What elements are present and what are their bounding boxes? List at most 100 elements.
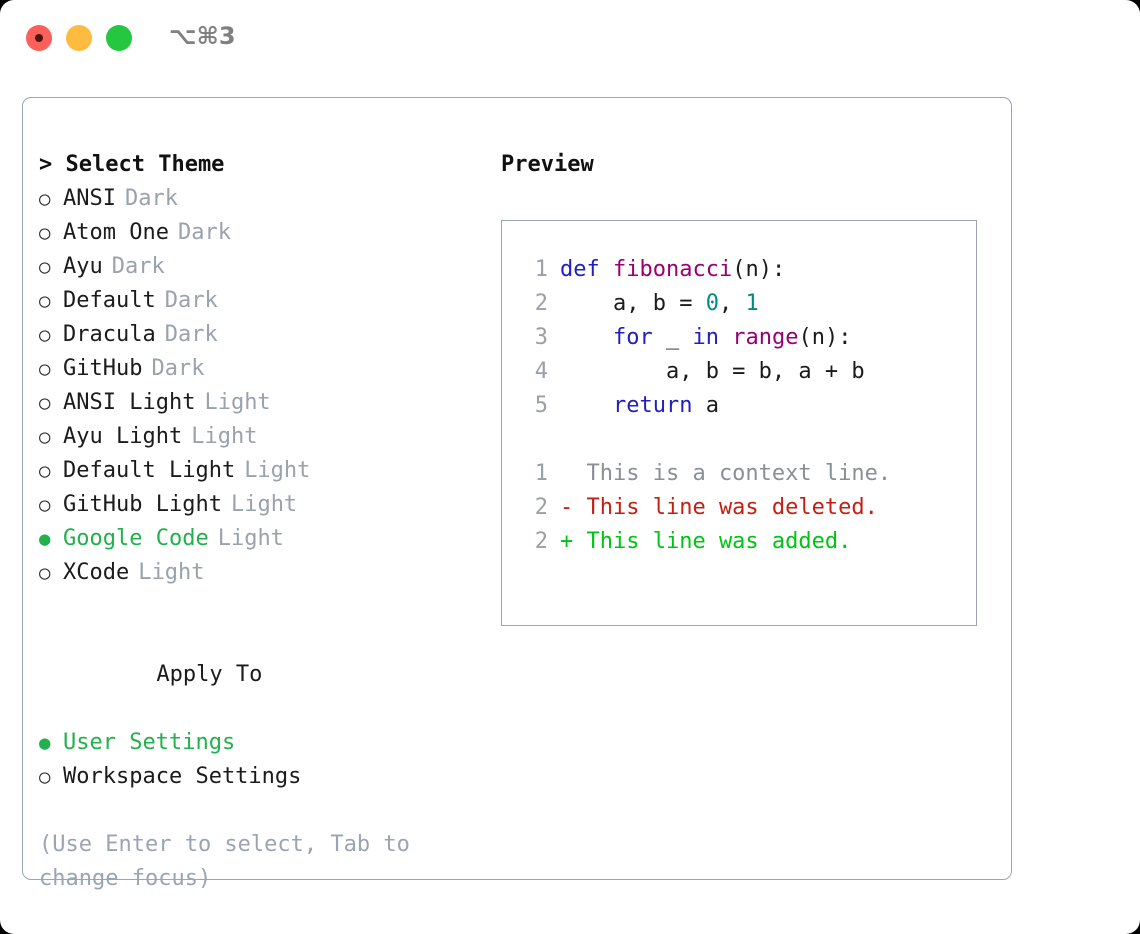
theme-option-ansi-light[interactable]: ○ ANSI Light Light — [39, 386, 479, 420]
code-token-pl: (n): — [798, 325, 852, 350]
code-token-pl: , — [718, 291, 746, 316]
radio-unselected-icon: ○ — [39, 188, 51, 210]
apply-to-option-label: User Settings — [63, 730, 236, 755]
radio-unselected-icon: ○ — [39, 562, 51, 584]
theme-option-label: Ayu — [63, 254, 103, 279]
theme-option-label: Default — [63, 288, 156, 313]
radio-unselected-icon: ○ — [39, 426, 51, 448]
diff-line-text: This is a context line. — [560, 461, 892, 486]
radio-selected-icon: ● — [39, 732, 51, 754]
minimize-window-button[interactable] — [66, 25, 92, 51]
apply-to-heading-label: Apply To — [156, 662, 263, 687]
diff-line-added: 2 + This line was added. — [520, 525, 958, 559]
theme-option-ayu-light[interactable]: ○ Ayu Light Light — [39, 420, 479, 454]
theme-option-github-light[interactable]: ○ GitHub Light Light — [39, 488, 479, 522]
theme-option-label: XCode — [63, 560, 130, 585]
theme-option-tag: Light — [204, 390, 271, 415]
theme-option-label: Google Code — [63, 526, 209, 551]
code-line-number: 5 — [534, 393, 548, 418]
code-line: 4 a, b = b, a + b — [520, 355, 958, 389]
theme-option-tag: Light — [244, 458, 311, 483]
diff-line-text: + This line was added. — [560, 529, 852, 554]
theme-option-tag: Dark — [111, 254, 165, 279]
code-token-kw: def — [560, 257, 613, 282]
diff-line-number: 2 — [534, 495, 548, 520]
preview-heading: Preview — [501, 152, 594, 177]
theme-option-label: ANSI — [63, 186, 116, 211]
code-line-number: 4 — [534, 359, 548, 384]
radio-unselected-icon: ○ — [39, 256, 51, 278]
diff-line-number: 1 — [534, 461, 548, 486]
code-token-pl: a — [692, 393, 719, 418]
maximize-window-button[interactable] — [106, 25, 132, 51]
theme-option-ayu[interactable]: ○ Ayu Dark — [39, 250, 479, 284]
theme-option-label: Ayu Light — [63, 424, 183, 449]
theme-option-label: Atom One — [63, 220, 169, 245]
code-diff-separator — [520, 423, 958, 457]
theme-option-tag: Dark — [177, 220, 231, 245]
radio-unselected-icon: ○ — [39, 392, 51, 414]
theme-option-xcode[interactable]: ○ XCode Light — [39, 556, 479, 590]
code-token-fn: fibonacci — [612, 257, 733, 282]
code-token-num: 1 — [745, 291, 759, 316]
apply-to-heading: Apply To — [39, 624, 479, 726]
window-controls — [26, 25, 132, 51]
diff-line-deleted: 2- This line was deleted. — [520, 491, 958, 525]
theme-option-tag: Dark — [164, 322, 218, 347]
theme-option-label: GitHub — [63, 356, 143, 381]
theme-option-label: GitHub Light — [63, 492, 222, 517]
apply-to-option-list: ● User Settings ○ Workspace Settings — [39, 726, 479, 794]
code-line: 1 def fibonacci(n): — [520, 253, 958, 287]
code-token-fn: range — [732, 325, 799, 350]
code-line-text: a, b = 0, 1 — [560, 287, 759, 321]
diff-line-number: 2 — [534, 529, 548, 554]
theme-option-tag: Dark — [164, 288, 218, 313]
code-line-text: for _ in range(n): — [560, 321, 851, 355]
code-line-text: a, b = b, a + b — [560, 355, 865, 389]
theme-option-label: ANSI Light — [63, 390, 196, 415]
code-line-text: return a — [560, 389, 719, 423]
code-line-number: 3 — [534, 325, 548, 350]
radio-unselected-icon: ○ — [39, 358, 51, 380]
theme-option-tag: Light — [230, 492, 298, 517]
theme-option-ansi[interactable]: ○ ANSI Dark — [39, 182, 479, 216]
code-token-pl: _ — [652, 325, 693, 350]
theme-option-tag: Dark — [151, 356, 205, 381]
select-theme-heading: > Select Theme — [39, 152, 225, 177]
code-token-pl: a, b = b, a + b — [560, 359, 865, 384]
list-spacer — [39, 590, 479, 624]
theme-option-tag: Light — [138, 560, 205, 585]
apply-to-heading-indent — [145, 664, 156, 686]
theme-option-tag: Light — [191, 424, 258, 449]
code-token-pl: (n): — [732, 257, 786, 282]
code-token-pl — [560, 393, 613, 418]
apply-to-option-label: Workspace Settings — [63, 764, 302, 789]
code-token-pl: a, b = — [560, 291, 706, 316]
code-token-kw: for — [612, 325, 653, 350]
theme-option-github[interactable]: ○ GitHub Dark — [39, 352, 479, 386]
keyboard-shortcut-label: ⌥⌘3 — [169, 22, 236, 50]
code-token-num: 0 — [705, 291, 719, 316]
radio-unselected-icon: ○ — [39, 766, 51, 788]
code-token-kw: return — [612, 393, 693, 418]
code-line-number: 2 — [534, 291, 548, 316]
code-token-pl — [560, 325, 613, 350]
code-token-pl — [719, 325, 732, 350]
diff-line-context: 1 This is a context line. — [520, 457, 958, 491]
apply-to-option-workspace-settings[interactable]: ○ Workspace Settings — [39, 760, 479, 794]
apply-to-option-user-settings[interactable]: ● User Settings — [39, 726, 479, 760]
code-line-number: 1 — [534, 257, 548, 282]
close-window-button[interactable] — [26, 25, 52, 51]
radio-unselected-icon: ○ — [39, 494, 51, 516]
theme-option-tag: Dark — [124, 186, 178, 211]
code-line: 5 return a — [520, 389, 958, 423]
